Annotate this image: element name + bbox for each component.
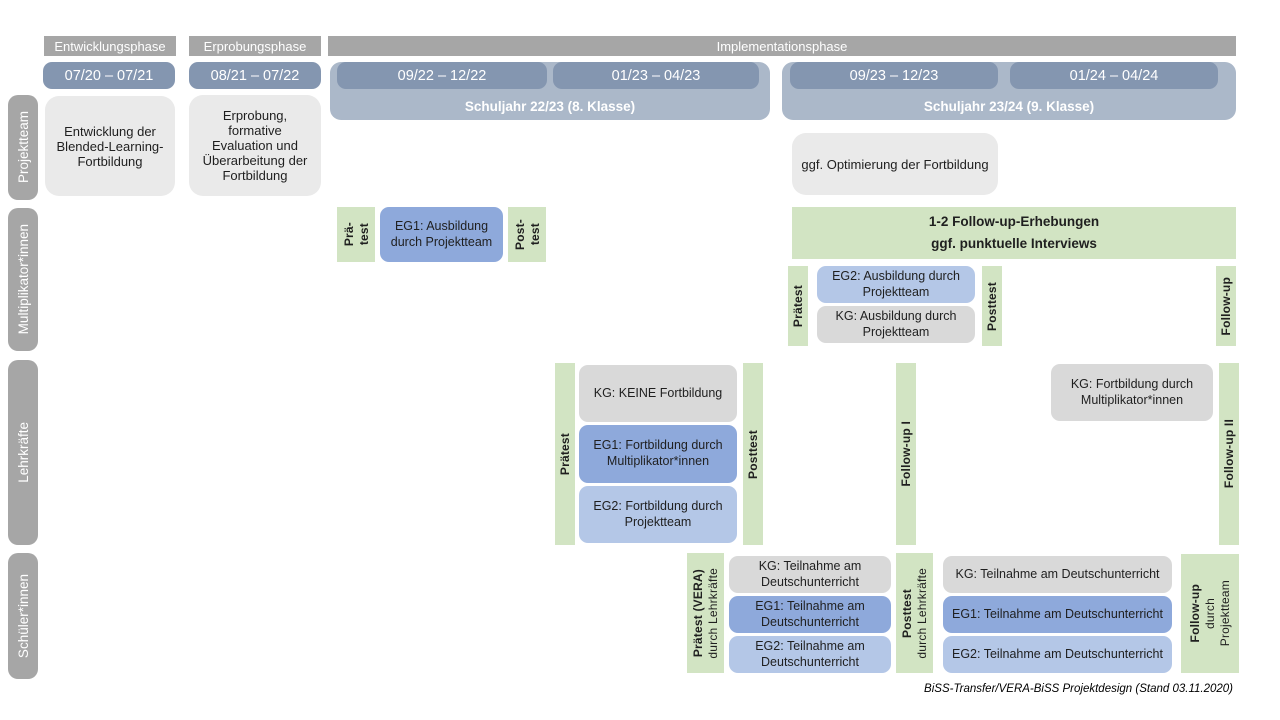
row-label-schuelerinnen-text: Schüler*innen xyxy=(15,573,31,659)
praetest-lehrkraefte: Prätest xyxy=(555,363,575,545)
followup-schueler-line1: Follow-up xyxy=(1188,584,1202,643)
praetest-line1: Prä- xyxy=(341,222,356,247)
posttest-schueler: Posttest durch Lehrkräfte xyxy=(896,553,933,673)
row-label-projektteam-text: Projektteam xyxy=(15,111,31,184)
row-label-projektteam: Projektteam xyxy=(8,95,38,200)
date-range-0123-0423: 01/23 – 04/23 xyxy=(553,62,759,89)
band-followup-erhebungen: 1-2 Follow-up-Erhebungen ggf. punktuelle… xyxy=(792,207,1236,259)
followup-multiplikatoren: Follow-up xyxy=(1216,266,1236,346)
posttest-multiplikatoren-2: Posttest xyxy=(982,266,1002,346)
praetest2-text: Prätest xyxy=(791,284,805,328)
praetest-lehr-text: Prätest xyxy=(558,432,572,476)
praetest-vera-schueler: Prätest (VERA) durch Lehrkräfte xyxy=(687,553,724,673)
row-label-lehrkraefte: Lehrkräfte xyxy=(8,360,38,545)
row-label-lehrkraefte-text: Lehrkräfte xyxy=(15,422,31,483)
posttest-lehrkraefte: Posttest xyxy=(743,363,763,545)
followup1-lehrkraefte: Follow-up I xyxy=(896,363,916,545)
box-entwicklung-fortbildung: Entwicklung der Blended-Learning-Fortbil… xyxy=(45,96,175,196)
followup-schueler-line2: durch xyxy=(1203,597,1217,630)
phase-bar-erprobungsphase: Erprobungsphase xyxy=(189,36,321,56)
followup1-text: Follow-up I xyxy=(899,421,913,487)
posttest-multiplikatoren-1: Post- test xyxy=(508,207,546,262)
posttest-line2: test xyxy=(527,223,542,246)
praetest-line2: test xyxy=(356,223,371,246)
box-eg2-teilnahme-deutschunterricht-1: EG2: Teilnahme am Deutschunterricht xyxy=(729,636,891,673)
date-range-0922-1222: 09/22 – 12/22 xyxy=(337,62,547,89)
band-followup-line1: 1-2 Follow-up-Erhebungen xyxy=(928,214,1100,230)
row-label-multiplikatorinnen-text: Multiplikator*innen xyxy=(15,224,31,335)
date-range-0124-0424: 01/24 – 04/24 xyxy=(1010,62,1218,89)
praetest-multiplikatoren-1: Prä- test xyxy=(337,207,375,262)
posttest2-text: Posttest xyxy=(985,281,999,331)
box-kg-teilnahme-deutschunterricht-1: KG: Teilnahme am Deutschunterricht xyxy=(729,556,891,593)
box-erprobung-evaluation: Erprobung, formative Evaluation und Über… xyxy=(189,95,321,196)
date-range-0923-1223: 09/23 – 12/23 xyxy=(790,62,998,89)
praetest-multiplikatoren-2: Prätest xyxy=(788,266,808,346)
box-optimierung-fortbildung: ggf. Optimierung der Fortbildung xyxy=(792,133,998,195)
schuljahr-22-23-label: Schuljahr 22/23 (8. Klasse) xyxy=(464,99,636,114)
followup-mult-text: Follow-up xyxy=(1219,276,1233,336)
diagram-caption: BiSS-Transfer/VERA-BiSS Projektdesign (S… xyxy=(924,683,1233,695)
phase-bar-entwicklungsphase: Entwicklungsphase xyxy=(44,36,176,56)
date-range-0821-0722: 08/21 – 07/22 xyxy=(189,62,321,89)
praetest-vera-line2: durch Lehrkräfte xyxy=(706,567,720,659)
date-range-0720-0721: 07/20 – 07/21 xyxy=(43,62,175,89)
box-eg2-teilnahme-deutschunterricht-2: EG2: Teilnahme am Deutschunterricht xyxy=(943,636,1172,673)
row-label-schuelerinnen: Schüler*innen xyxy=(8,553,38,679)
box-kg-teilnahme-deutschunterricht-2: KG: Teilnahme am Deutschunterricht xyxy=(943,556,1172,593)
box-kg-keine-fortbildung: KG: KEINE Fortbildung xyxy=(579,365,737,422)
followup-schueler-line3: Projektteam xyxy=(1218,580,1232,647)
box-kg-fortbildung-multiplikatoren: KG: Fortbildung durch Multiplikator*inne… xyxy=(1051,364,1213,421)
praetest-vera-line1: Prätest (VERA) xyxy=(691,568,705,658)
schuljahr-23-24-label: Schuljahr 23/24 (9. Klasse) xyxy=(923,99,1095,114)
box-eg1-teilnahme-deutschunterricht-2: EG1: Teilnahme am Deutschunterricht xyxy=(943,596,1172,633)
box-kg-ausbildung-projektteam: KG: Ausbildung durch Projektteam xyxy=(817,306,975,343)
posttest-line1: Post- xyxy=(512,219,527,250)
box-eg1-ausbildung-projektteam: EG1: Ausbildung durch Projektteam xyxy=(380,207,503,262)
box-eg2-fortbildung-projektteam: EG2: Fortbildung durch Projektteam xyxy=(579,486,737,543)
posttest-schueler-line1: Posttest xyxy=(900,588,914,638)
box-eg1-fortbildung-multiplikatoren: EG1: Fortbildung durch Multiplikator*inn… xyxy=(579,425,737,483)
box-eg2-ausbildung-projektteam: EG2: Ausbildung durch Projektteam xyxy=(817,266,975,303)
band-followup-line2: ggf. punktuelle Interviews xyxy=(931,236,1097,251)
followup2-text: Follow-up II xyxy=(1222,419,1236,489)
followup-schueler-projektteam: Follow-up durch Projektteam xyxy=(1181,554,1239,673)
phase-bar-implementationsphase: Implementationsphase xyxy=(328,36,1236,56)
followup2-lehrkraefte: Follow-up II xyxy=(1219,363,1239,545)
box-eg1-teilnahme-deutschunterricht-1: EG1: Teilnahme am Deutschunterricht xyxy=(729,596,891,633)
posttest-schueler-line2: durch Lehrkräfte xyxy=(915,567,929,659)
row-label-multiplikatorinnen: Multiplikator*innen xyxy=(8,208,38,351)
posttest-lehr-text: Posttest xyxy=(746,429,760,479)
